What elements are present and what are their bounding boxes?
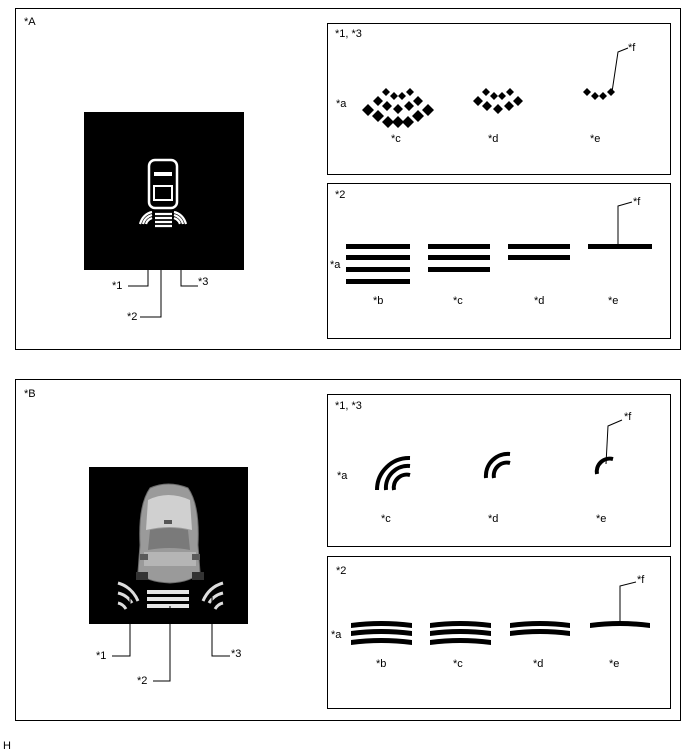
section-a-label: *A [24,16,36,28]
callout-b-2: *2 [137,675,148,687]
panel-a-side [327,23,671,175]
panel-b-center-title: *2 [336,565,347,577]
panel-b-center-f: *f [637,574,645,586]
panel-b-center [327,556,671,709]
panel-a-side-c: *c [391,133,401,145]
panel-a-center-d: *d [534,295,545,307]
panel-b-side-f: *f [624,411,632,423]
callout-a-1: *1 [112,280,123,292]
panel-b-center-b: *b [376,658,387,670]
panel-b-side [327,394,671,547]
panel-a-side-e: *e [590,133,601,145]
panel-a-center-a: *a [330,259,341,271]
callout-a-2: *2 [127,311,138,323]
panel-a-side-a: *a [336,98,347,110]
panel-b-side-title: *1, *3 [335,400,362,412]
panel-a-center [327,183,671,339]
panel-a-center-b: *b [373,295,384,307]
section-b-label: *B [24,388,36,400]
panel-a-center-title: *2 [335,189,346,201]
panel-b-center-d: *d [533,658,544,670]
panel-b-side-e: *e [596,513,607,525]
callout-b-3: *3 [231,648,242,660]
panel-a-side-f: *f [628,42,636,54]
panel-b-side-d: *d [488,513,499,525]
panel-b-center-e: *e [609,658,620,670]
panel-b-center-c: *c [453,658,463,670]
panel-a-side-title: *1, *3 [335,28,362,40]
panel-b-center-a: *a [331,629,342,641]
panel-b-side-a: *a [337,470,348,482]
panel-b-side-c: *c [381,513,391,525]
panel-a-center-f: *f [633,196,641,208]
panel-a-center-e: *e [608,295,619,307]
callout-a-3: *3 [198,276,209,288]
footer-code: H [3,740,11,752]
panel-a-side-d: *d [488,133,499,145]
callout-b-1: *1 [96,650,107,662]
panel-a-center-c: *c [453,295,463,307]
